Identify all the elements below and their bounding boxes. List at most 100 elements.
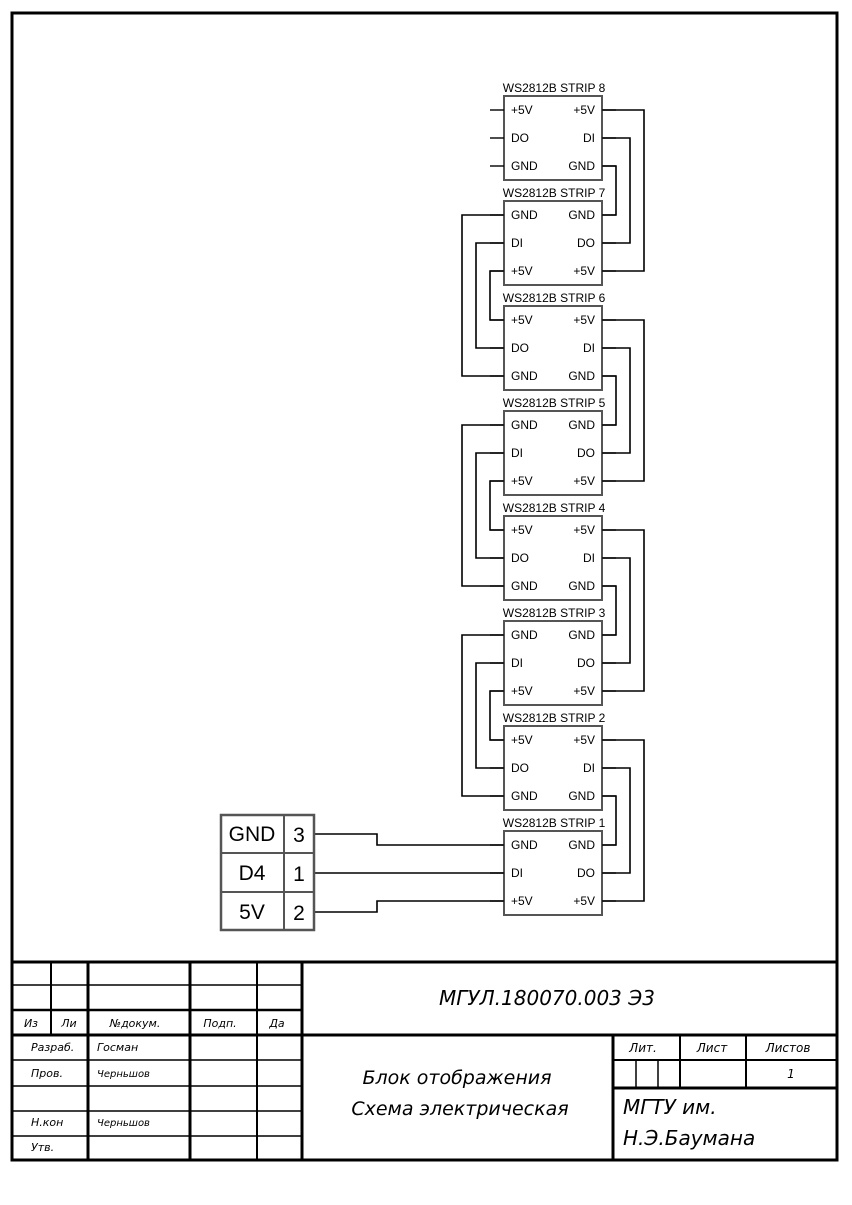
strip-title: WS2812B STRIP 1 (503, 816, 606, 830)
strip-pin-right-label: +5V (573, 733, 595, 747)
pin-gnd-number: 3 (293, 824, 305, 847)
strip-pin-left-label: +5V (511, 894, 533, 908)
organization-line2: Н.Э.Баумана (623, 1126, 755, 1150)
strip-pin-right-label: GND (568, 789, 595, 803)
strip-pin-left-label: GND (511, 838, 538, 852)
strip-pin-right-label: DI (583, 761, 595, 775)
strip-pin-right-label: +5V (573, 103, 595, 117)
wire-left-gnd (461, 424, 504, 587)
strip-pin-left-label: DO (511, 131, 529, 145)
strip-pin-left-label: GND (511, 369, 538, 383)
strip-pin-left-label: DO (511, 551, 529, 565)
strip-pin-right-label: GND (568, 369, 595, 383)
razrab-label: Разраб. (31, 1041, 74, 1054)
wire-right-5v (602, 109, 645, 272)
strip-title: WS2812B STRIP 7 (503, 186, 606, 200)
strip-pin-left-label: DO (511, 761, 529, 775)
sheet-header: Лист (696, 1041, 728, 1055)
strip-box (503, 200, 603, 286)
strip-pin-left-label: +5V (511, 264, 533, 278)
product-name-line2: Схема электрическая (351, 1098, 568, 1120)
col-date-header: Да (268, 1017, 285, 1030)
document-code: МГУЛ.180070.003 Э3 (439, 986, 655, 1010)
strip-pin-left-label: +5V (511, 733, 533, 747)
pin-gnd-label: GND (229, 823, 276, 846)
wire-right-5v (602, 319, 645, 482)
strip-pin-right-label: DO (577, 236, 595, 250)
strip-pin-right-label: DO (577, 656, 595, 670)
strip-pin-left-label: GND (511, 208, 538, 222)
strip-pin-left-label: GND (511, 628, 538, 642)
prov-name: Черньшов (97, 1069, 150, 1080)
strip-title: WS2812B STRIP 6 (503, 291, 606, 305)
wire-gnd (314, 833, 504, 846)
strip-pin-left-label: +5V (511, 474, 533, 488)
title-block-text: МГУЛ.180070.003 Э3 Из Ли №докум. Подп. Д… (24, 986, 810, 1154)
strip-title: WS2812B STRIP 4 (503, 501, 606, 515)
wire-left-gnd (461, 634, 504, 797)
utv-label: Утв. (31, 1141, 54, 1154)
strip-pin-left-label: +5V (511, 684, 533, 698)
strip-pin-right-label: GND (568, 579, 595, 593)
prov-label: Пров. (31, 1067, 63, 1080)
col-sign-header: Подп. (203, 1017, 236, 1030)
strip-pin-right-label: GND (568, 418, 595, 432)
strip-pin-right-label: +5V (573, 684, 595, 698)
strip-pin-right-label: +5V (573, 264, 595, 278)
strip-pin-right-label: DI (583, 341, 595, 355)
nkontr-label: Н.кон (31, 1116, 63, 1129)
wire-left-gnd (461, 214, 504, 377)
strip-pin-left-label: DO (511, 341, 529, 355)
strip-pin-right-label: DO (577, 446, 595, 460)
led-strip-4: WS2812B STRIP 4 +5V +5V DO DI GND GND (490, 501, 616, 601)
strip-title: WS2812B STRIP 3 (503, 606, 606, 620)
strip-pin-right-label: GND (568, 208, 595, 222)
strip-pin-right-label: GND (568, 159, 595, 173)
wire-right-5v (602, 739, 645, 902)
strip-title: WS2812B STRIP 5 (503, 396, 606, 410)
organization-line1: МГТУ им. (623, 1095, 717, 1119)
led-strip-2: WS2812B STRIP 2 +5V +5V DO DI GND GND (490, 711, 616, 811)
title-block (12, 960, 837, 1160)
strip-pin-left-label: GND (511, 579, 538, 593)
pin-d4-number: 1 (293, 863, 305, 886)
sheets-header: Листов (765, 1041, 811, 1055)
strip-pin-right-label: +5V (573, 523, 595, 537)
strip-box (503, 95, 603, 181)
strip-pin-left-label: DI (511, 446, 523, 460)
pin-5v-label: 5V (239, 901, 265, 924)
pin-d4-label: D4 (239, 862, 266, 885)
strip-pin-left-label: DI (511, 866, 523, 880)
strip-pin-right-label: +5V (573, 313, 595, 327)
wire-right-5v (602, 529, 645, 692)
strip-pin-right-label: DO (577, 866, 595, 880)
col-izm-header: Из (24, 1017, 38, 1030)
strip-pin-right-label: DI (583, 131, 595, 145)
strip-title: WS2812B STRIP 8 (503, 81, 606, 95)
strip-pin-right-label: +5V (573, 894, 595, 908)
col-list-header: Ли (60, 1017, 76, 1030)
wire-5v (314, 900, 504, 913)
strip-pin-left-label: +5V (511, 523, 533, 537)
lit-header: Лит. (628, 1041, 657, 1055)
arduino-connector: GND 3 D4 1 5V 2 (219, 813, 316, 932)
strip-box (503, 305, 603, 391)
drawing-frame (10, 11, 839, 1162)
strip-pin-right-label: +5V (573, 474, 595, 488)
col-doc-header: №докум. (109, 1017, 161, 1030)
strip-pin-left-label: GND (511, 159, 538, 173)
strip-pin-left-label: GND (511, 789, 538, 803)
strip-title: WS2812B STRIP 2 (503, 711, 606, 725)
nkontr-name: Черньшов (97, 1118, 150, 1129)
sheets-count: 1 (787, 1067, 795, 1081)
strip-pin-right-label: DI (583, 551, 595, 565)
strip-box (503, 620, 603, 706)
